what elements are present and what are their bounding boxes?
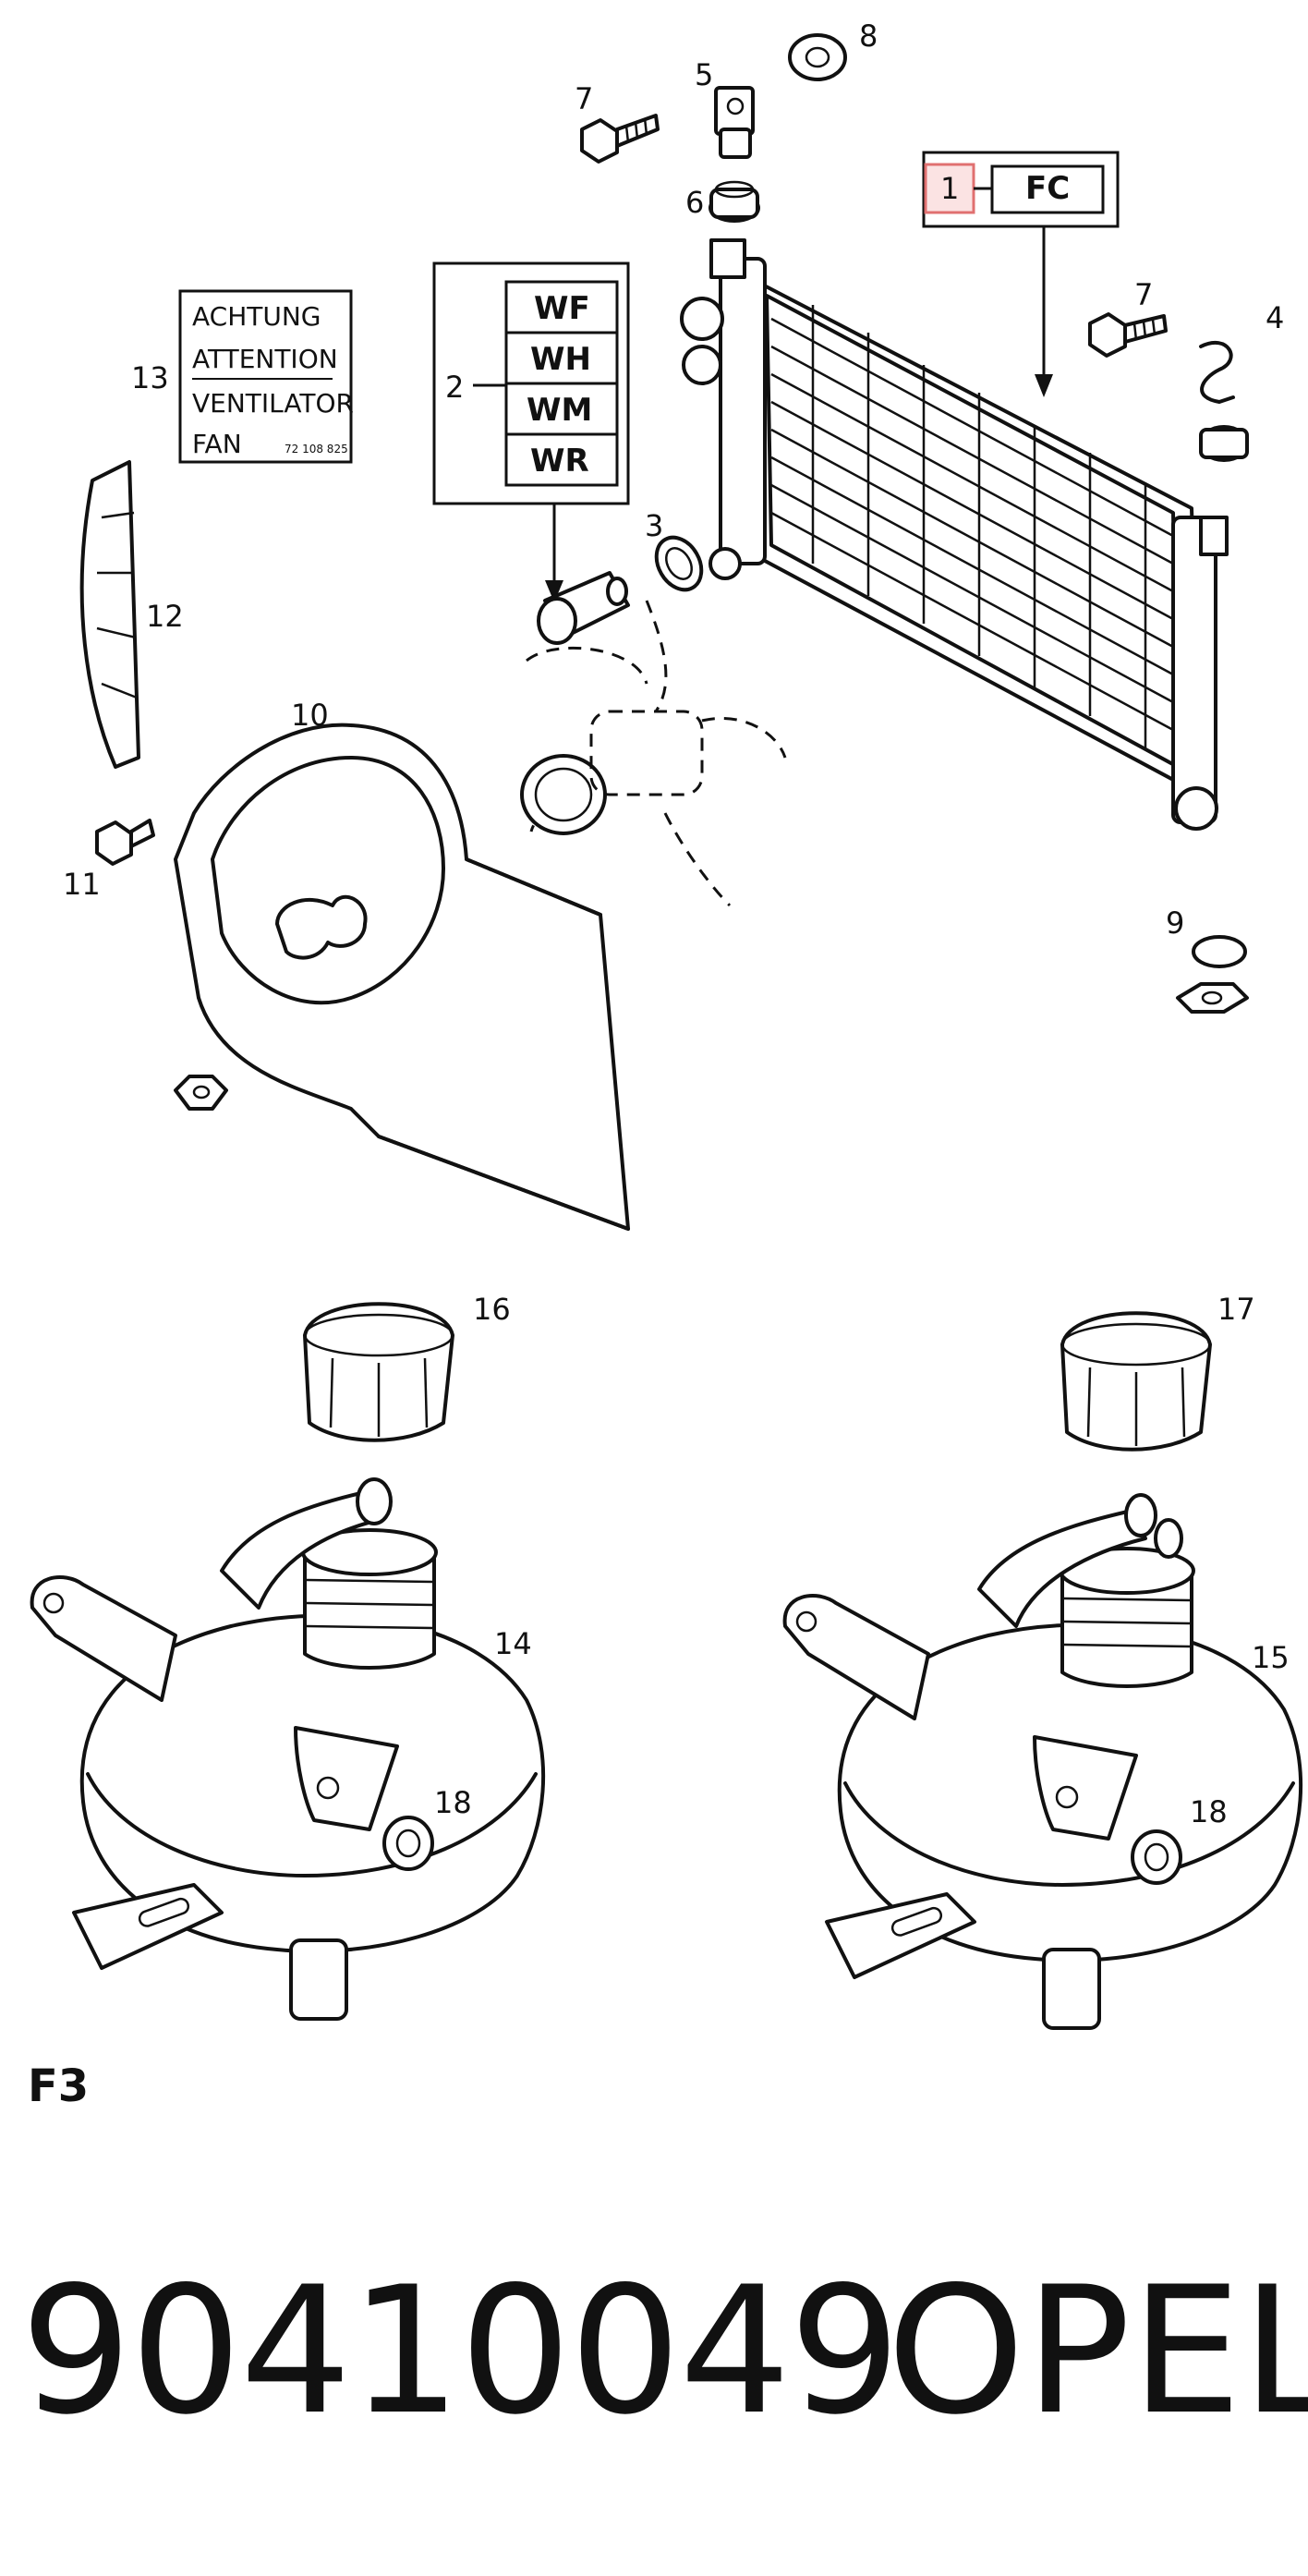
callout-12: 12: [146, 599, 184, 634]
filler-cap-left: [303, 1302, 454, 1442]
callout-3: 3: [645, 508, 663, 543]
variant-code-radiator: FC: [1025, 170, 1070, 207]
callout-17: 17: [1217, 1292, 1255, 1327]
callout-5: 5: [695, 57, 713, 92]
part-number: 90410049: [20, 2249, 901, 2453]
radiator: [680, 238, 1229, 831]
callout-4: 4: [1266, 300, 1284, 335]
grommet-upper: [708, 180, 760, 223]
variant-code-wr: WR: [530, 443, 589, 480]
variant-code-wh: WH: [530, 341, 591, 378]
callout-1: 1: [940, 171, 959, 206]
decal-line-3: VENTILATOR: [192, 388, 354, 419]
filler-cap-right: [1060, 1311, 1212, 1452]
expansion-tank-right: [782, 1493, 1303, 2030]
variant-box-radiator: [922, 151, 1120, 397]
callout-7-right: 7: [1134, 277, 1153, 312]
grommet-top: [788, 33, 847, 81]
thermo-switch: [537, 571, 630, 645]
decal-line-2: ATTENTION: [192, 344, 338, 374]
callout-7-upper: 7: [575, 81, 593, 116]
callout-18-right: 18: [1190, 1794, 1228, 1829]
callout-10: 10: [291, 698, 329, 733]
callout-15: 15: [1252, 1640, 1290, 1675]
seal-ring: [654, 535, 704, 592]
decal-code: 72 108 825: [285, 443, 348, 456]
callout-2: 2: [445, 370, 464, 405]
callout-16: 16: [473, 1292, 511, 1327]
brand-name: OPEL: [887, 2249, 1308, 2453]
nut: [174, 1075, 228, 1111]
decal-line-4: FAN: [192, 429, 242, 459]
callout-11: 11: [63, 867, 101, 902]
variant-code-wf: WF: [534, 290, 590, 327]
variant-box-switch: [432, 261, 630, 602]
drain-plug: [714, 86, 755, 159]
callout-6: 6: [685, 185, 704, 220]
callout-9: 9: [1166, 905, 1184, 941]
callout-14: 14: [494, 1626, 532, 1661]
fan-cover: [79, 460, 140, 769]
variant-code-wm: WM: [527, 392, 592, 429]
bolt-right: [1088, 312, 1168, 358]
sheet-label: F3: [28, 2060, 90, 2112]
mounting-bracket: [1199, 340, 1249, 462]
screw: [95, 819, 155, 866]
callout-13: 13: [131, 360, 169, 395]
bolt-upper: [580, 114, 660, 164]
expansion-tank-left: [30, 1477, 546, 2021]
callout-8: 8: [859, 18, 878, 54]
decal-line-1: ACHTUNG: [192, 301, 321, 332]
cooling-fan: [520, 600, 787, 907]
callout-18-left: 18: [434, 1785, 472, 1820]
fan-shroud: [174, 723, 630, 1231]
warning-decal: [178, 289, 353, 464]
grommet-lower: [1176, 935, 1249, 1014]
